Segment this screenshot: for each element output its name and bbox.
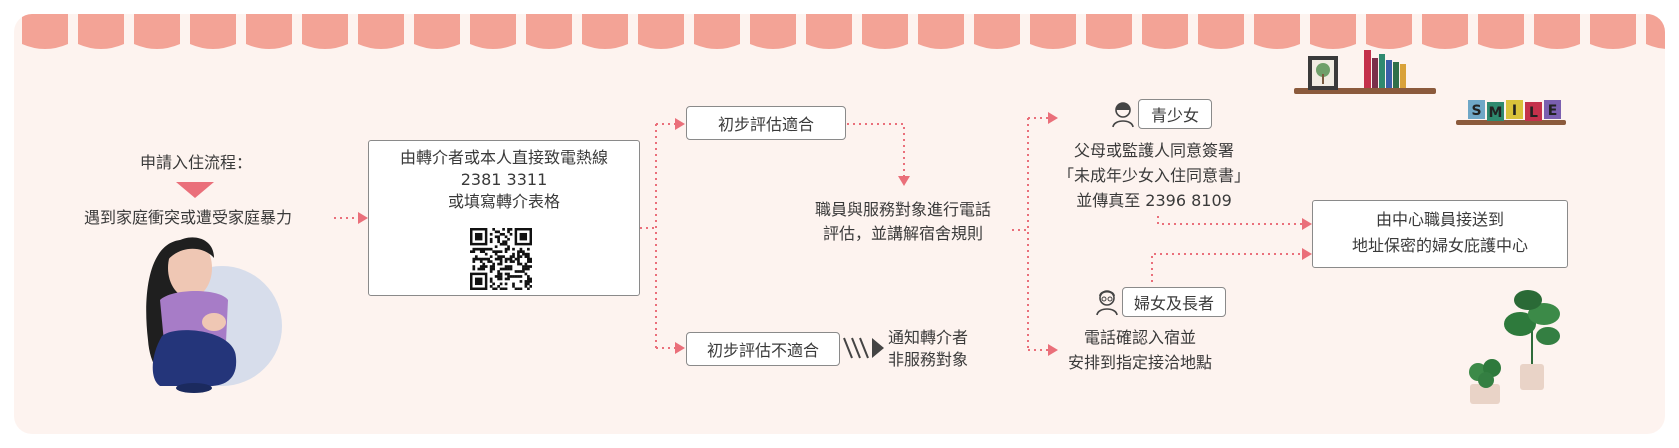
awning-scallop [1254,14,1300,49]
girl-avatar-icon [1112,102,1134,128]
awning-decoration [22,14,1665,49]
referral-phone: 2381 3311 [460,170,548,189]
awning-scallop [1366,14,1412,49]
phone-assess-line1: 職員與服務對象進行電話 [814,200,991,219]
awning-scallop [806,14,852,49]
youth-line3: 並傳真至 2396 8109 [1076,191,1232,210]
referral-line3: 或填寫轉介表格 [447,192,560,211]
awning-scallop [1030,14,1076,49]
women-line2: 安排到指定接洽地點 [1067,353,1212,372]
notify-line2: 非服務對象 [888,350,969,369]
awning-scallop [918,14,964,49]
down-arrow-icon [176,182,214,198]
connector-assess-ok-to-phone [847,123,910,186]
youth-line1: 父母或監護人同意簽署 [1073,141,1234,160]
final-line2: 地址保密的婦女庇護中心 [1351,236,1528,255]
awning-scallop [638,14,684,49]
awning-scallop [414,14,460,49]
final-line1: 由中心職員接送到 [1375,210,1504,229]
awning-scallop [1478,14,1524,49]
awning-scallop [22,14,68,49]
youth-label: 青少女 [1138,99,1212,129]
qr-code-icon[interactable] [470,228,532,290]
awning-scallop [134,14,180,49]
awning-scallop [358,14,404,49]
awning-scallop [470,14,516,49]
awning-scallop [1310,14,1356,49]
referral-line1: 由轉介者或本人直接致電熱線 [399,148,608,167]
hatched-arrow-icon [843,337,884,359]
awning-scallop [1590,14,1636,49]
awning-scallop [1534,14,1580,49]
youth-line2: 「未成年少女入住同意書」 [1057,166,1250,185]
awning-scallop [582,14,628,49]
awning-scallop [694,14,740,49]
awning-scallop [78,14,124,49]
elder-avatar-icon [1096,290,1118,316]
women-label: 婦女及長者 [1122,287,1226,317]
final-box [1312,200,1568,268]
awning-scallop [1086,14,1132,49]
connector-youth-to-final [1157,216,1312,230]
awning-scallop [1142,14,1188,49]
connector-women-to-final [1151,248,1312,282]
notify-line1: 通知轉介者 [888,328,969,347]
start-case: 遇到家庭衝突或遭受家庭暴力 [84,208,293,227]
awning-scallop [862,14,908,49]
women-line1: 電話確認入宿並 [1083,328,1196,347]
assess-fail-pill: 初步評估不適合 [686,332,840,366]
awning-scallop [974,14,1020,49]
awning-scallop [1646,14,1665,49]
awning-scallop [1422,14,1468,49]
awning-scallop [246,14,292,49]
assess-ok-pill: 初步評估適合 [686,106,846,140]
phone-assess-line2: 評估，並講解宿舍規則 [822,224,983,243]
start-title: 申請入住流程： [140,153,253,172]
awning-scallop [302,14,348,49]
awning-scallop [526,14,572,49]
awning-scallop [750,14,796,49]
awning-scallop [1198,14,1244,49]
awning-scallop [190,14,236,49]
